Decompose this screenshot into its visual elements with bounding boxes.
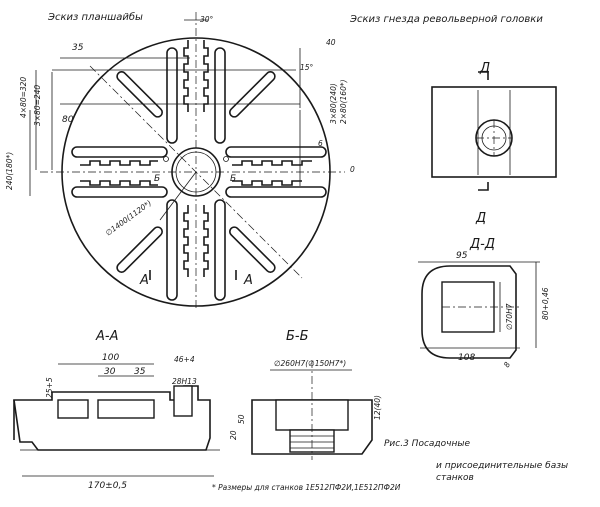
section-bb-title: Б-Б	[286, 329, 309, 344]
caption-line1: Рис.3 Посадочные	[384, 439, 470, 449]
dim-aa-30: 30	[104, 367, 116, 377]
dim-0: 0	[350, 165, 355, 174]
section-mark-d-bottom: Д	[475, 211, 486, 226]
caption-line2: и присоединительные базы	[436, 461, 568, 471]
section-mark-a-right: А	[243, 273, 253, 288]
dim-30deg: 30°	[200, 15, 214, 24]
dim-3x80-240: 3×80=240	[33, 85, 42, 126]
section-bb-drawing	[251, 360, 373, 460]
dim-80: 80	[62, 115, 74, 125]
dim-4x80: 4×80=320	[19, 77, 28, 118]
section-mark-b-right: Б	[230, 174, 236, 184]
footnote: * Размеры для станков 1Е512ПФ2И,1Е512ПФ2…	[212, 483, 401, 492]
dim-dd-108: 108	[458, 353, 475, 363]
radial-slots	[71, 47, 327, 301]
section-mark-a-left: А	[139, 273, 149, 288]
dim-6: 6	[318, 139, 323, 148]
section-mark-d-top: Д	[479, 61, 490, 76]
dim-aa-100: 100	[102, 353, 119, 363]
section-aa-drawing	[13, 363, 220, 477]
section-mark-b-left: Б	[154, 174, 160, 184]
section-aa-title: А-А	[95, 329, 118, 344]
faceplate-view	[29, 12, 345, 310]
dim-bb-12: 12(40)	[373, 395, 382, 420]
dim-dd-70h7: ∅70H7	[505, 303, 514, 330]
dim-3x80-right: 3×80(240)	[329, 83, 338, 124]
dim-aa-28h13: 28H13	[172, 377, 197, 386]
t-slots	[80, 40, 312, 277]
dim-aa-46: 46+4	[174, 355, 195, 364]
dim-40: 40	[326, 38, 336, 47]
dim-2x80-right: 2×80(160*)	[339, 79, 348, 124]
dim-aa-35: 35	[134, 367, 146, 377]
faceplate-sketch-title: Эскиз планшайбы	[47, 11, 143, 23]
dim-dd-95: 95	[456, 251, 468, 261]
section-dd-drawing	[418, 261, 540, 359]
dim-bb-20: 20	[229, 430, 238, 440]
dim-aa-170: 170±0,5	[88, 481, 127, 491]
turret-socket-view	[431, 71, 557, 191]
dim-bb-50: 50	[237, 414, 246, 424]
dim-dd-8: 8	[502, 360, 512, 369]
dim-aa-25: 25+5	[45, 377, 54, 398]
dim-bb-260: ∅260H7(∅150H7*)	[274, 359, 346, 368]
turret-sketch-title: Эскиз гнезда револьверной головки	[349, 14, 543, 25]
dim-1400: ∅1400(1120*)	[104, 198, 153, 237]
dim-15deg: 15°	[300, 63, 314, 72]
caption-line3: станков	[436, 473, 474, 483]
dim-dd-80: 80+0,46	[541, 287, 550, 320]
section-dd-title: Д-Д	[469, 237, 495, 252]
dim-35: 35	[72, 43, 84, 53]
dim-240-180: 240(180*)	[5, 152, 14, 190]
